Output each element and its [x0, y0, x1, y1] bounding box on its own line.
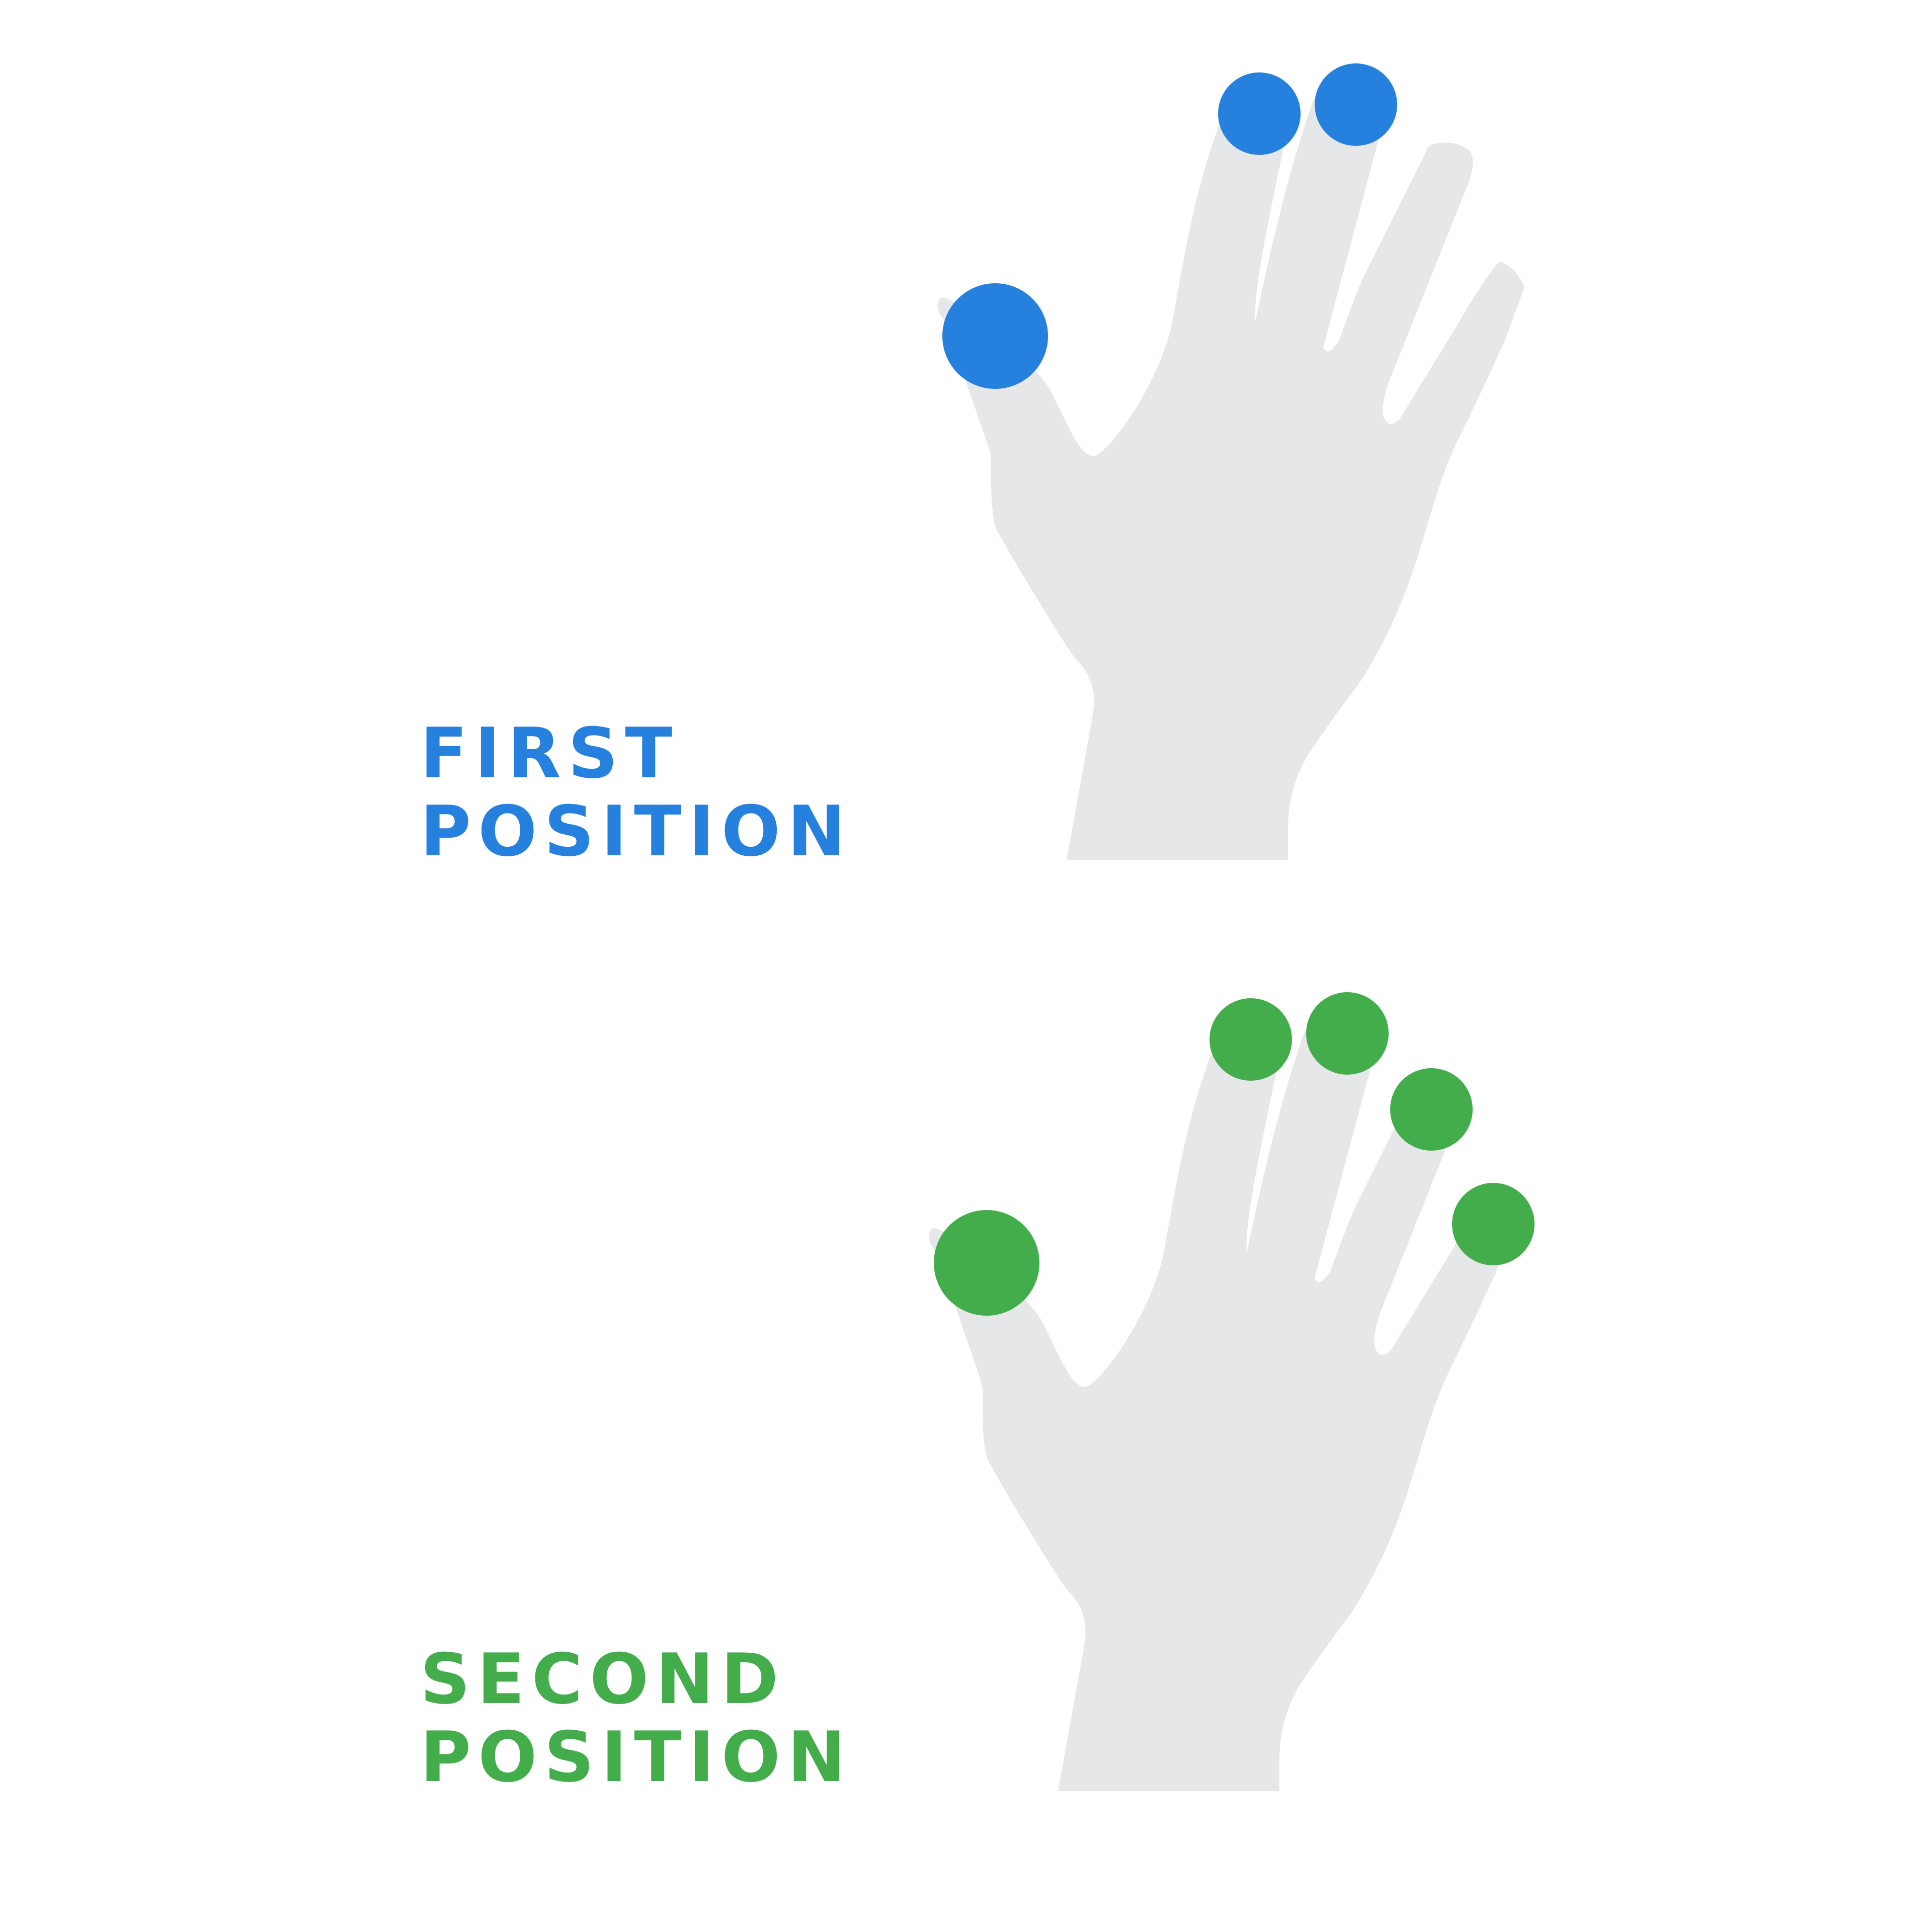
hand-silhouette	[929, 1028, 1516, 1791]
hand-silhouette	[937, 98, 1524, 861]
index-tip-dot	[1218, 72, 1301, 155]
middle-tip-dot	[1306, 992, 1389, 1075]
first-position-panel: FIRST POSITION	[420, 63, 1524, 870]
index-tip-dot	[1210, 998, 1292, 1081]
second-position-label: SECOND POSITION	[420, 1640, 852, 1796]
first-hand-diagram	[937, 63, 1524, 861]
second-position-panel: SECOND POSITION	[0, 926, 1932, 1892]
second-hand-diagram	[929, 992, 1535, 1791]
second-label-line-2: POSITION	[420, 1717, 853, 1798]
second-label-line-1: SECOND	[420, 1639, 786, 1720]
first-label-line-1: FIRST	[420, 713, 680, 794]
thumb-tip-dot	[934, 1210, 1039, 1316]
pinky-tip-dot	[1452, 1183, 1535, 1265]
thumb-tip-dot	[942, 283, 1048, 389]
first-position-label: FIRST POSITION	[420, 714, 852, 870]
ring-tip-dot	[1390, 1068, 1473, 1151]
first-label-line-2: POSITION	[420, 791, 853, 872]
middle-tip-dot	[1315, 63, 1397, 146]
